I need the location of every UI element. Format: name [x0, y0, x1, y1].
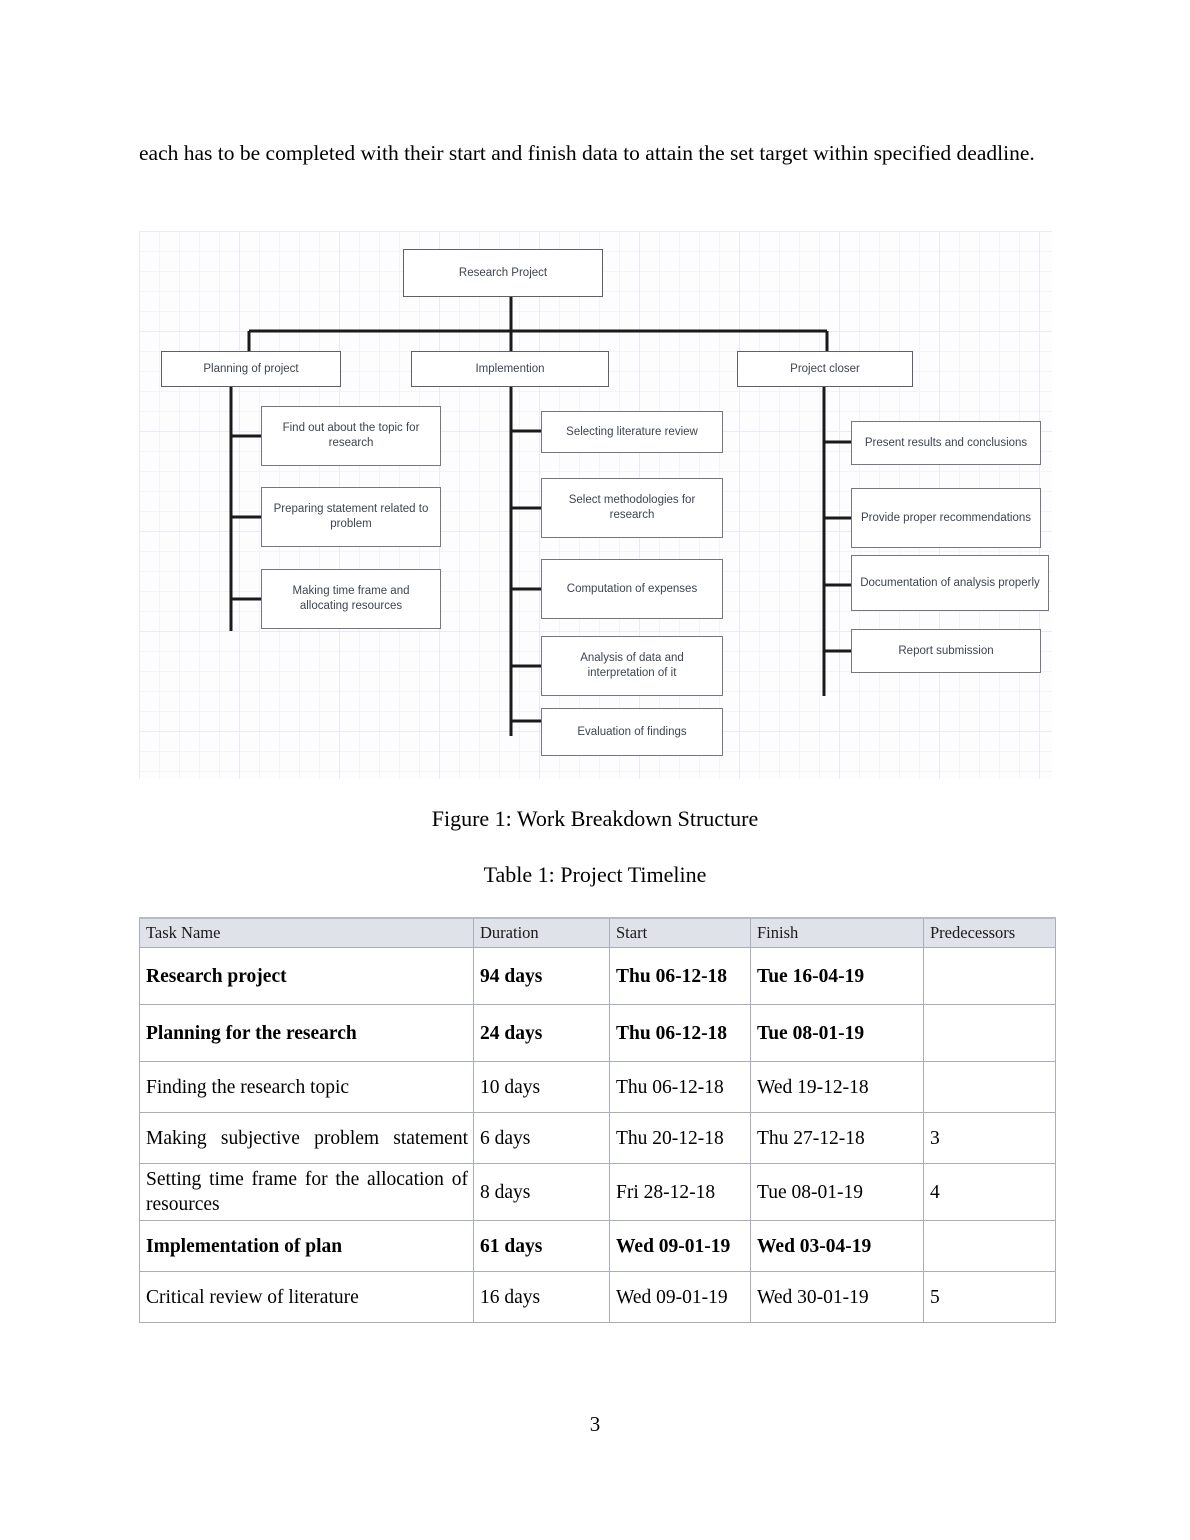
column-header-task-name: Task Name	[139, 917, 474, 948]
wbs-node-report-submission: Report submission	[851, 629, 1041, 673]
cell-duration: 8 days	[473, 1163, 610, 1221]
cell-duration: 61 days	[473, 1220, 610, 1272]
wbs-node-analysis-of-data: Analysis of data and interpretation of i…	[541, 636, 723, 696]
wbs-node-present-results: Present results and conclusions	[851, 421, 1041, 465]
cell-duration: 16 days	[473, 1271, 610, 1323]
wbs-node-literature-review: Selecting literature review	[541, 411, 723, 453]
cell-task-name: Making subjective problem statement	[139, 1112, 474, 1164]
cell-finish: Tue 08-01-19	[750, 1163, 924, 1221]
wbs-node-documentation: Documentation of analysis properly	[851, 555, 1049, 611]
wbs-node-problem-statement: Preparing statement related to problem	[261, 487, 441, 547]
cell-start: Wed 09-01-19	[609, 1220, 751, 1272]
document-body: each has to be completed with their star…	[139, 131, 1051, 176]
cell-start: Thu 06-12-18	[609, 947, 751, 1005]
cell-task-name: Research project	[139, 947, 474, 1005]
table-row: Finding the research topic 10 days Thu 0…	[139, 1061, 1056, 1113]
table-row: Planning for the research 24 days Thu 06…	[139, 1004, 1056, 1062]
column-header-finish: Finish	[750, 917, 924, 948]
cell-task-name: Finding the research topic	[139, 1061, 474, 1113]
cell-duration: 24 days	[473, 1004, 610, 1062]
cell-duration: 6 days	[473, 1112, 610, 1164]
body-paragraph: each has to be completed with their star…	[139, 141, 1035, 165]
cell-finish: Tue 08-01-19	[750, 1004, 924, 1062]
cell-predecessors	[923, 1220, 1056, 1272]
table-row: Setting time frame for the allocation of…	[139, 1163, 1056, 1221]
wbs-node-evaluation-findings: Evaluation of findings	[541, 708, 723, 756]
wbs-node-branch-implementation: Implemention	[411, 351, 609, 387]
cell-task-name: Setting time frame for the allocation of…	[139, 1163, 474, 1221]
cell-task-name: Implementation of plan	[139, 1220, 474, 1272]
table-row: Making subjective problem statement 6 da…	[139, 1112, 1056, 1164]
wbs-node-recommendations: Provide proper recommendations	[851, 488, 1041, 548]
cell-predecessors	[923, 1061, 1056, 1113]
cell-duration: 94 days	[473, 947, 610, 1005]
table-row: Implementation of plan 61 days Wed 09-01…	[139, 1220, 1056, 1272]
cell-start: Thu 06-12-18	[609, 1004, 751, 1062]
wbs-node-branch-closure: Project closer	[737, 351, 913, 387]
wbs-node-branch-planning: Planning of project	[161, 351, 341, 387]
table-caption: Table 1: Project Timeline	[483, 862, 707, 887]
cell-predecessors: 4	[923, 1163, 1056, 1221]
cell-predecessors: 5	[923, 1271, 1056, 1323]
wbs-connector-lines	[229, 297, 851, 736]
cell-start: Fri 28-12-18	[609, 1163, 751, 1221]
cell-predecessors	[923, 947, 1056, 1005]
project-timeline-table: Task Name Duration Start Finish Predeces…	[139, 917, 1056, 1323]
cell-task-name: Critical review of literature	[139, 1271, 474, 1323]
table-row: Research project 94 days Thu 06-12-18 Tu…	[139, 947, 1056, 1005]
wbs-node-methodologies: Select methodologies for research	[541, 478, 723, 538]
cell-start: Wed 09-01-19	[609, 1271, 751, 1323]
column-header-duration: Duration	[473, 917, 610, 948]
cell-start: Thu 06-12-18	[609, 1061, 751, 1113]
cell-task-name: Planning for the research	[139, 1004, 474, 1062]
cell-predecessors: 3	[923, 1112, 1056, 1164]
wbs-node-root: Research Project	[403, 249, 603, 297]
cell-duration: 10 days	[473, 1061, 610, 1113]
column-header-predecessors: Predecessors	[923, 917, 1056, 948]
column-header-start: Start	[609, 917, 751, 948]
cell-finish: Wed 03-04-19	[750, 1220, 924, 1272]
wbs-node-find-topic: Find out about the topic for research	[261, 406, 441, 466]
work-breakdown-structure-diagram: Research Project Planning of project Imp…	[139, 231, 1052, 779]
cell-finish: Wed 30-01-19	[750, 1271, 924, 1323]
wbs-node-time-frame-resources: Making time frame and allocating resourc…	[261, 569, 441, 629]
cell-finish: Thu 27-12-18	[750, 1112, 924, 1164]
cell-start: Thu 20-12-18	[609, 1112, 751, 1164]
cell-finish: Tue 16-04-19	[750, 947, 924, 1005]
table-row: Critical review of literature 16 days We…	[139, 1271, 1056, 1323]
figure-caption: Figure 1: Work Breakdown Structure	[431, 806, 759, 831]
cell-finish: Wed 19-12-18	[750, 1061, 924, 1113]
page-number: 3	[589, 1412, 601, 1436]
table-header-row: Task Name Duration Start Finish Predeces…	[139, 917, 1056, 948]
wbs-node-computation-expenses: Computation of expenses	[541, 559, 723, 619]
cell-predecessors	[923, 1004, 1056, 1062]
